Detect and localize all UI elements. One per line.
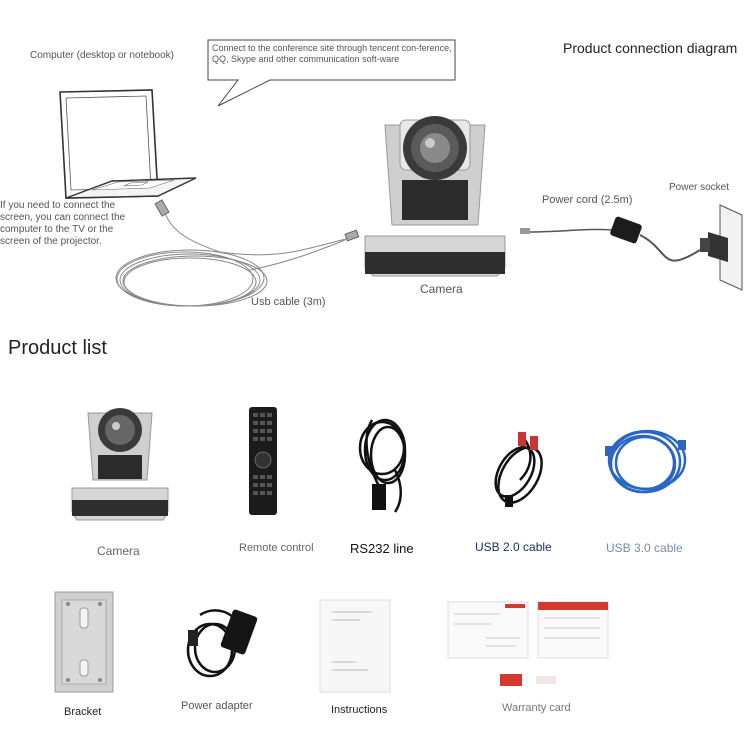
computer-label: Computer (desktop or notebook): [30, 50, 174, 61]
item-label-remote: Remote control: [239, 542, 314, 554]
item-label-bracket: Bracket: [64, 706, 102, 718]
product-list-title: Product list: [8, 337, 107, 359]
item-label-camera: Camera: [97, 544, 140, 558]
item-label-power-adapter: Power adapter: [181, 700, 253, 712]
usb-cable-coil: [115, 199, 360, 307]
camera-label: Camera: [420, 282, 463, 296]
power-socket-icon: [700, 204, 743, 291]
diagram-title: Product connection diagram: [563, 40, 738, 56]
speech-bubble: [207, 39, 456, 107]
item-label-usb3: USB 3.0 cable: [606, 541, 683, 555]
item-label-rs232: RS232 line: [350, 541, 414, 556]
item-label-usb2: USB 2.0 cable: [475, 540, 552, 554]
power-socket-label: Power socket: [669, 182, 730, 193]
camera-icon: [364, 116, 506, 277]
power-cord: [520, 216, 701, 262]
item-label-instructions: Instructions: [331, 704, 388, 716]
bubble-text: Connect to the conference site through t…: [212, 43, 452, 64]
laptop-icon: [59, 89, 197, 199]
connection-note: If you need to connect the screen, you c…: [0, 200, 126, 247]
usb-cable-label: Usb cable (3m): [251, 296, 326, 308]
power-cord-label: Power cord (2.5m): [542, 194, 633, 206]
item-label-warranty-card: Warranty card: [502, 702, 571, 714]
